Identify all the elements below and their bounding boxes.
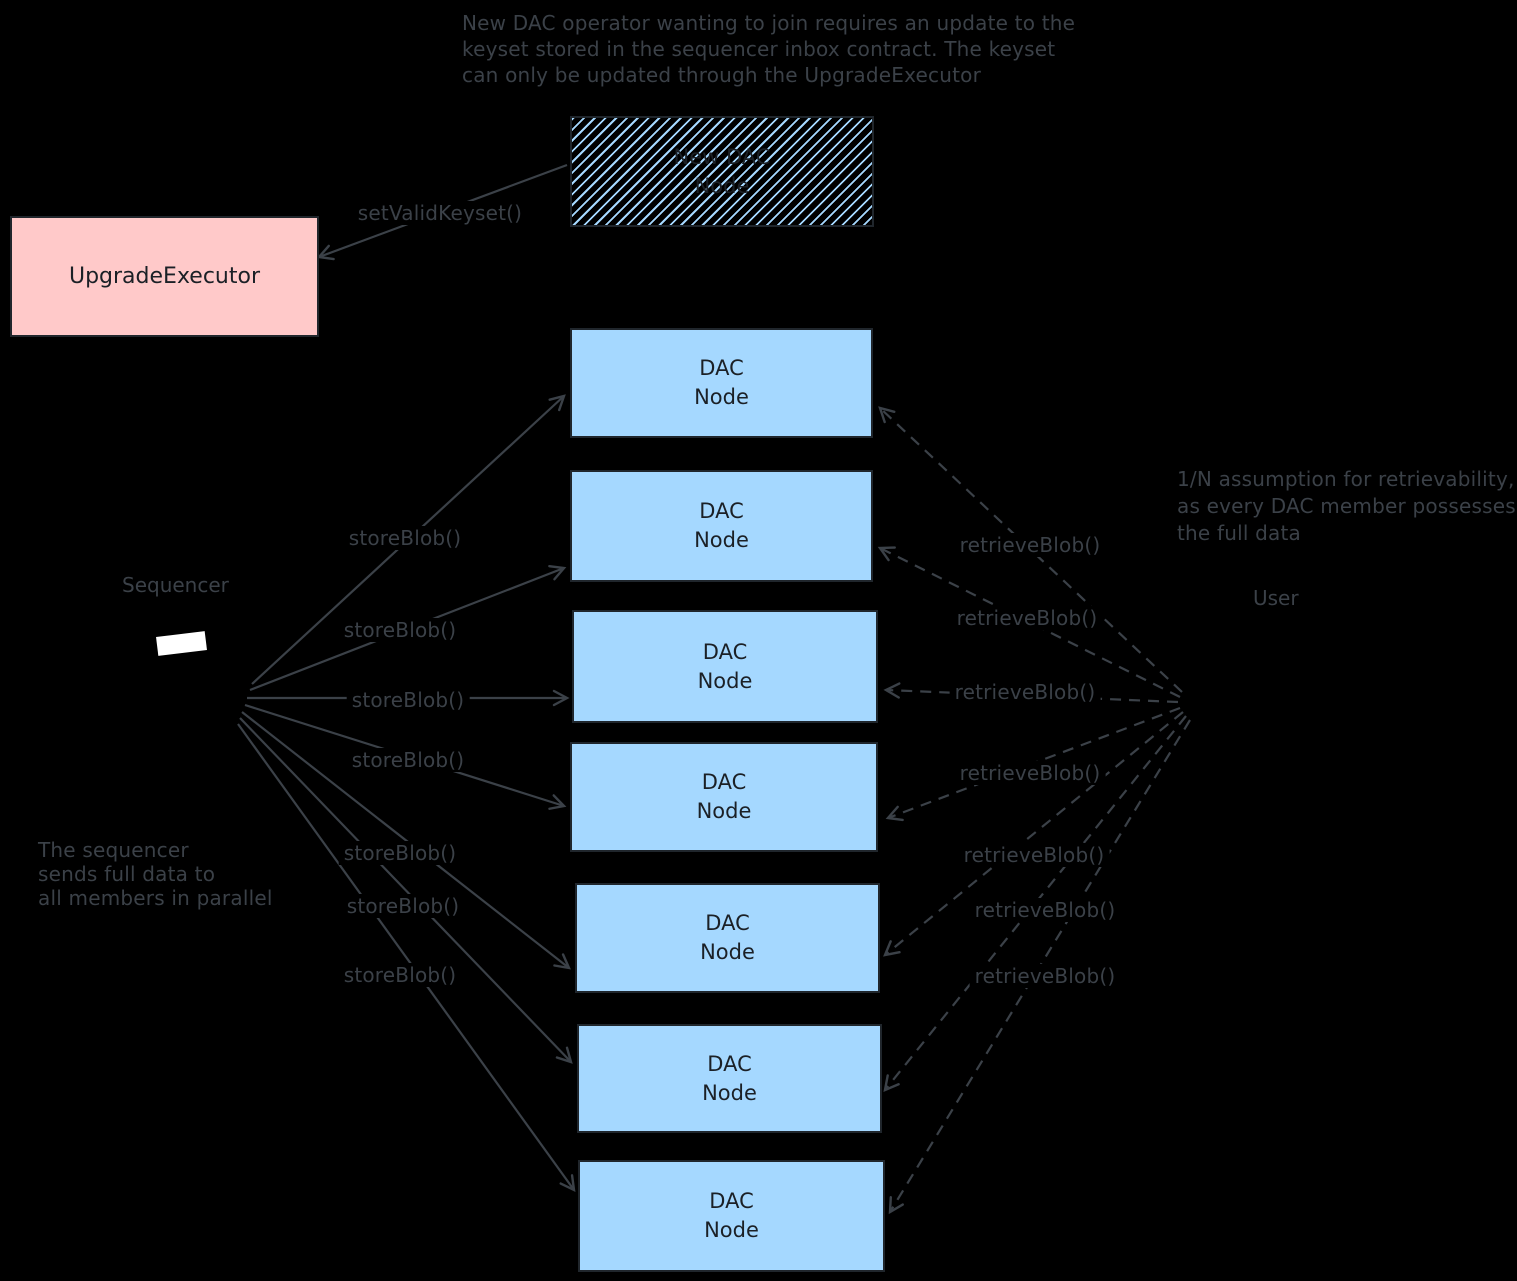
dac-node-label: DAC Node [696,770,752,823]
dac-node-label: DAC Node [697,639,753,693]
dac-node-box: DAC Node [577,1024,882,1133]
retrieve-blob-label: retrieveBlob() [969,964,1121,988]
store-blob-arrow [239,717,573,1064]
dac-node-box: DAC Node [578,1160,885,1272]
upgrade-executor-label: UpgradeExecutor [68,264,260,289]
store-blob-label: storeBlob() [341,894,465,918]
dac-node-box: DAC Node [570,328,873,438]
retrieve-blob-label: retrieveBlob() [954,533,1106,557]
store-blob-label: storeBlob() [338,841,462,865]
retrieve-blob-label: retrieveBlob() [949,680,1101,704]
retrieve-blob-arrow [883,715,1187,1092]
store-blob-label: storeBlob() [346,688,470,712]
new-dac-node-box: New DAC Node [570,116,874,227]
dac-node-box: DAC Node [570,470,873,582]
new-dac-node-label: New DAC Node [673,144,771,198]
dac-node-label: DAC Node [694,356,749,409]
retrieve-blob-arrow [883,711,1184,957]
retrieve-blob-label: retrieveBlob() [951,606,1103,630]
upgrade-executor-box: UpgradeExecutor [10,216,319,337]
store-blob-label: storeBlob() [338,963,462,987]
dac-node-box: DAC Node [572,610,878,723]
dac-node-label: DAC Node [702,1051,757,1105]
dac-node-label: DAC Node [694,499,749,552]
retrieve-blob-arrow [878,406,1183,693]
dac-node-label: DAC Node [700,911,755,964]
dac-node-box: DAC Node [570,742,878,852]
retrieve-blob-label: retrieveBlob() [958,843,1110,867]
retrieve-blob-label: retrieveBlob() [969,898,1121,922]
retrieve-blob-arrow [883,682,1179,704]
store-blob-label: storeBlob() [338,618,462,642]
user-label: User [1253,586,1299,610]
store-blob-label: storeBlob() [343,526,467,550]
store-blob-label: storeBlob() [346,748,470,772]
dac-node-box: DAC Node [575,883,880,993]
retrieve-blob-label: retrieveBlob() [954,761,1106,785]
top-note: New DAC operator wanting to join require… [462,11,1076,87]
parallel-note: The sequencer sends full data to all mem… [38,838,273,910]
store-blob-arrow [237,723,576,1193]
dac-node-label: DAC Node [704,1189,759,1242]
sequencer-label: Sequencer [122,573,229,597]
retrievability-note: 1/N assumption for retrievability, as ev… [1177,467,1516,545]
store-blob-arrow [241,711,571,970]
set-valid-keyset-label: setValidKeyset() [352,201,528,225]
